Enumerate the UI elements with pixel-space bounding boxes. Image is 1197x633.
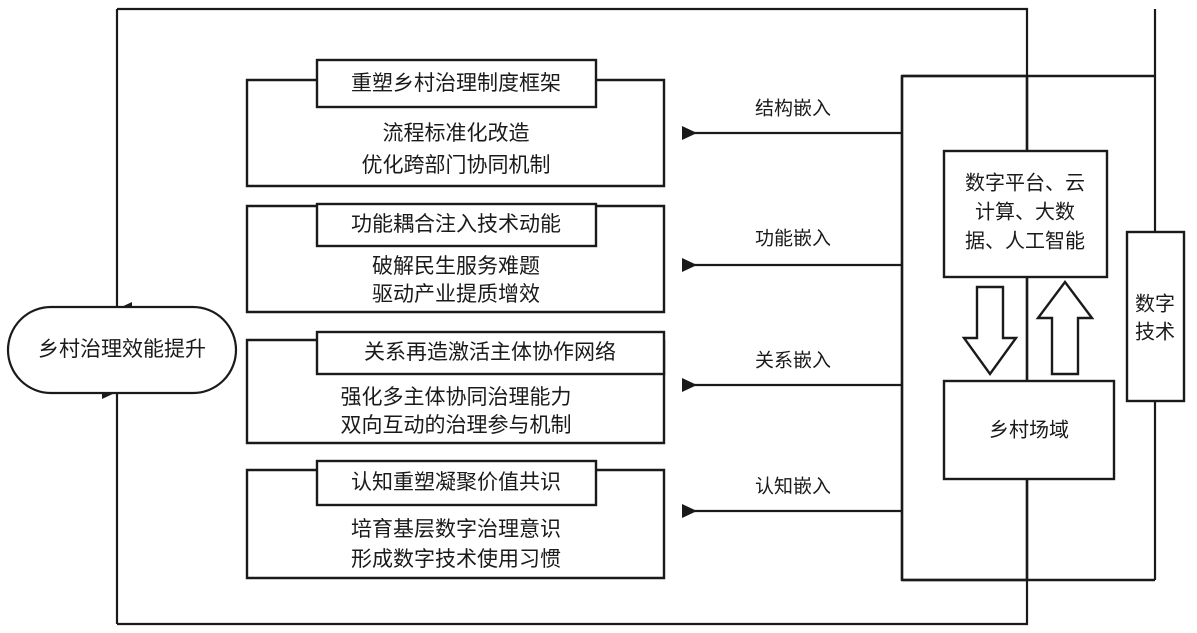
tech-stack-node[interactable]: 数字平台、云 计算、大数 据、人工智能 xyxy=(942,149,1109,279)
group-title-box-cognitive xyxy=(315,459,598,507)
group-title-box-relational xyxy=(315,330,666,376)
tech-stack-box xyxy=(942,149,1109,279)
group-detail-cognitive-0: 培育基层数字治理意识 xyxy=(351,517,561,541)
group-title-functional: 功能耦合注入技术动能 xyxy=(351,212,561,236)
group-detail-relational-0: 强化多主体协同治理能力 xyxy=(341,385,572,409)
outcome-node[interactable]: 乡村治理效能提升 xyxy=(6,305,238,395)
digital-technology-label-line-1: 技术 xyxy=(1135,321,1175,344)
embedding-group-relational[interactable]: 关系再造激活主体协作网络 强化多主体协同治理能力 双向互动的治理参与机制 xyxy=(245,330,666,445)
edge-label-relational: 关系嵌入 xyxy=(755,349,831,371)
group-title-box-functional xyxy=(315,202,598,248)
right-container xyxy=(900,74,1155,582)
outcome-label: 乡村治理效能提升 xyxy=(38,337,206,361)
group-title-box-structural xyxy=(315,58,598,109)
group-detail-structural-0: 流程标准化改造 xyxy=(383,121,530,145)
tech-stack-line-0: 数字平台、云 xyxy=(965,172,1085,195)
embedding-group-cognitive[interactable]: 认知重塑凝聚价值共识 培育基层数字治理意识 形成数字技术使用习惯 xyxy=(245,459,666,580)
up-block-arrow xyxy=(1035,280,1095,376)
edge-cognitive: 认知嵌入 xyxy=(682,475,902,518)
group-detail-cognitive-1: 形成数字技术使用习惯 xyxy=(351,547,561,571)
embedding-group-functional[interactable]: 功能耦合注入技术动能 破解民生服务难题 驱动产业提质增效 xyxy=(245,202,666,314)
group-detail-functional-0: 破解民生服务难题 xyxy=(372,254,540,278)
group-title-cognitive: 认知重塑凝聚价值共识 xyxy=(351,470,561,494)
group-detail-relational-1: 双向互动的治理参与机制 xyxy=(341,413,572,437)
group-title-relational: 关系再造激活主体协作网络 xyxy=(364,340,616,364)
embedding-group-structural[interactable]: 重塑乡村治理制度框架 流程标准化改造 优化跨部门协同机制 xyxy=(245,58,666,188)
edge-functional: 功能嵌入 xyxy=(682,227,902,272)
group-detail-structural-1: 优化跨部门协同机制 xyxy=(362,153,551,177)
edge-structural: 结构嵌入 xyxy=(682,97,902,140)
tech-stack-line-1: 计算、大数 xyxy=(975,201,1075,224)
feedback-loop-top xyxy=(115,7,1029,316)
edge-label-functional: 功能嵌入 xyxy=(755,227,831,249)
group-title-structural: 重塑乡村治理制度框架 xyxy=(351,71,561,95)
rural-field-node[interactable]: 乡村场域 xyxy=(942,379,1116,481)
edge-label-structural: 结构嵌入 xyxy=(755,97,831,119)
rural-field-box xyxy=(942,379,1116,481)
digital-technology-box xyxy=(1125,230,1186,403)
feedback-loop-bottom xyxy=(102,385,1029,626)
edge-relational: 关系嵌入 xyxy=(682,349,902,392)
tech-stack-line-2: 据、人工智能 xyxy=(965,230,1085,253)
down-block-arrow xyxy=(961,285,1019,377)
group-detail-functional-1: 驱动产业提质增效 xyxy=(372,282,540,306)
rural-field-label: 乡村场域 xyxy=(989,419,1069,442)
outcome-shape xyxy=(6,305,238,395)
digital-technology-label-line-0: 数字 xyxy=(1135,293,1175,316)
digital-technology-node[interactable]: 数字 技术 xyxy=(1125,230,1186,403)
edge-label-cognitive: 认知嵌入 xyxy=(755,475,831,497)
